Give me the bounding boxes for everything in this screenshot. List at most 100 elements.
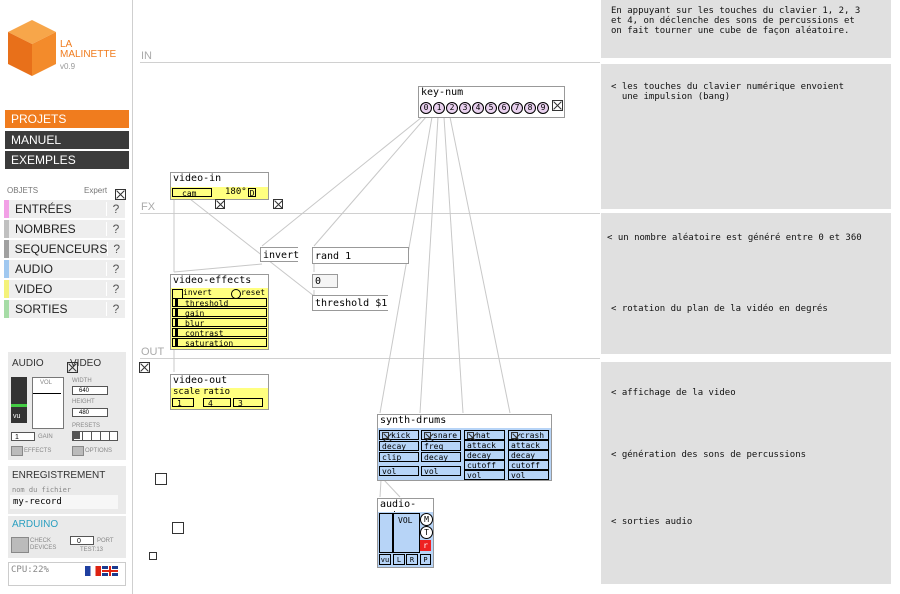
hat-attack-slider[interactable]: attack	[464, 440, 505, 450]
saturation-slider[interactable]: saturation	[172, 338, 267, 348]
recording-checkbox[interactable]	[155, 472, 168, 485]
video-in-object[interactable]: video-in cam 180° D	[170, 172, 284, 209]
category-video[interactable]: VIDEO?	[4, 280, 125, 298]
help-button[interactable]: ?	[106, 302, 125, 316]
kick-decay-slider[interactable]: decay	[379, 441, 419, 451]
arduino-checkbox[interactable]	[171, 521, 184, 534]
help-button[interactable]: ?	[106, 222, 125, 236]
key-num-toggle[interactable]	[552, 100, 563, 111]
bang-2[interactable]: 2	[446, 102, 458, 114]
threshold-slider[interactable]: threshold	[172, 298, 267, 308]
test-checkbox[interactable]	[149, 551, 158, 560]
height-input[interactable]: 480	[72, 408, 108, 417]
right-channel-toggle[interactable]: R	[406, 554, 418, 565]
snare-trigger[interactable]: snare	[421, 430, 461, 440]
random-number-box[interactable]: 0	[312, 274, 338, 288]
keynum-comment: < les touches du clavier numérique envoi…	[601, 64, 891, 209]
video-checkbox[interactable]	[138, 362, 150, 374]
bang-1[interactable]: 1	[433, 102, 445, 114]
bang-0[interactable]: 0	[420, 102, 432, 114]
volume-slider[interactable]	[32, 377, 64, 429]
snare-vol-slider[interactable]: vol	[421, 466, 461, 476]
crash-decay-slider[interactable]: decay	[508, 450, 549, 460]
crash-attack-slider[interactable]: attack	[508, 440, 549, 450]
help-button[interactable]: ?	[106, 202, 125, 216]
left-channel-toggle[interactable]: L	[393, 554, 405, 565]
check-devices-button[interactable]	[11, 537, 29, 553]
audio-out-object[interactable]: audio-out VOL M T r vu L R P	[377, 498, 434, 568]
mute-button[interactable]: M	[420, 513, 433, 526]
hat-cutoff-slider[interactable]: cutoff	[464, 460, 505, 470]
contrast-slider[interactable]: contrast	[172, 328, 267, 338]
bang-5[interactable]: 5	[485, 102, 497, 114]
category-nombres[interactable]: NOMBRES?	[4, 220, 125, 238]
category-color	[4, 200, 9, 218]
port-input[interactable]: 0	[70, 536, 94, 545]
bang-9[interactable]: 9	[537, 102, 549, 114]
audio-checkbox[interactable]	[67, 362, 79, 374]
help-button[interactable]: ?	[107, 242, 125, 256]
bang-3[interactable]: 3	[459, 102, 471, 114]
video-in-toggle[interactable]	[273, 199, 284, 209]
category-sorties[interactable]: SORTIES?	[4, 300, 125, 318]
expert-checkbox[interactable]	[115, 189, 126, 201]
exemples-button[interactable]: EXEMPLES	[5, 151, 129, 169]
manuel-button[interactable]: MANUEL	[5, 131, 129, 149]
crash-cutoff-slider[interactable]: cutoff	[508, 460, 549, 470]
help-button[interactable]: ?	[106, 262, 125, 276]
bang-7[interactable]: 7	[511, 102, 523, 114]
category-label: SORTIES	[15, 302, 68, 316]
scale-input[interactable]: 1	[172, 398, 194, 408]
cam-selector[interactable]: cam	[172, 188, 212, 198]
ratio-width-input[interactable]: 4	[203, 398, 231, 408]
kick-trigger[interactable]: kick	[379, 430, 419, 440]
vu-toggle[interactable]: vu	[379, 554, 391, 565]
hat-toggle[interactable]	[467, 432, 474, 439]
kick-toggle[interactable]	[382, 432, 389, 439]
blur-slider[interactable]: blur	[172, 318, 267, 328]
record-button[interactable]: r	[420, 540, 431, 551]
bang-4[interactable]: 4	[472, 102, 484, 114]
kick-clip-slider[interactable]: clip	[379, 452, 419, 462]
crash-toggle[interactable]	[511, 432, 518, 439]
gain-slider[interactable]: gain	[172, 308, 267, 318]
crash-trigger[interactable]: crash	[508, 430, 549, 440]
threshold-message[interactable]: threshold $1	[312, 295, 388, 311]
rand-object[interactable]: rand 1	[312, 247, 409, 264]
bang-6[interactable]: 6	[498, 102, 510, 114]
rotation-toggle[interactable]	[215, 199, 225, 209]
french-flag-icon[interactable]	[85, 566, 101, 576]
test-tone-button[interactable]: T	[420, 526, 433, 539]
category-entrees[interactable]: ENTRÉES?	[4, 200, 125, 218]
hat-decay-slider[interactable]: decay	[464, 450, 505, 460]
effects-button[interactable]	[11, 446, 23, 456]
invert-message[interactable]: invert	[260, 247, 299, 262]
bang-8[interactable]: 8	[524, 102, 536, 114]
audio-volume-slider[interactable]	[393, 513, 420, 553]
kick-vol-slider[interactable]: vol	[379, 466, 419, 476]
width-input[interactable]: 640	[72, 386, 108, 395]
ratio-height-input[interactable]: 3	[233, 398, 263, 408]
d-button[interactable]: D	[248, 188, 256, 198]
volume-slider-handle[interactable]	[33, 393, 61, 394]
synth-drums-object[interactable]: synth-drums kick decay clip vol snare fr…	[377, 414, 552, 481]
video-out-title: video-out	[173, 375, 228, 386]
projets-button[interactable]: PROJETS	[5, 110, 129, 128]
category-sequenceurs[interactable]: SEQUENCEURS?	[4, 240, 125, 258]
options-button[interactable]	[72, 446, 84, 456]
category-audio[interactable]: AUDIO?	[4, 260, 125, 278]
snare-toggle[interactable]	[424, 432, 431, 439]
video-effects-object[interactable]: video-effects invert reset threshold gai…	[170, 274, 269, 350]
snare-freq-slider[interactable]: freq	[421, 441, 461, 451]
hat-trigger[interactable]: hat	[464, 430, 505, 440]
p-toggle[interactable]: P	[420, 554, 431, 565]
snare-decay-slider[interactable]: decay	[421, 452, 461, 462]
uk-flag-icon[interactable]	[102, 566, 118, 576]
gain-input[interactable]: 1	[11, 432, 35, 441]
hat-vol-slider[interactable]: vol	[464, 470, 505, 480]
filename-input[interactable]: my-record	[10, 495, 118, 509]
crash-vol-slider[interactable]: vol	[508, 470, 549, 480]
video-out-object[interactable]: video-out scale ratio 1 4 3	[170, 374, 269, 410]
help-button[interactable]: ?	[106, 282, 125, 296]
